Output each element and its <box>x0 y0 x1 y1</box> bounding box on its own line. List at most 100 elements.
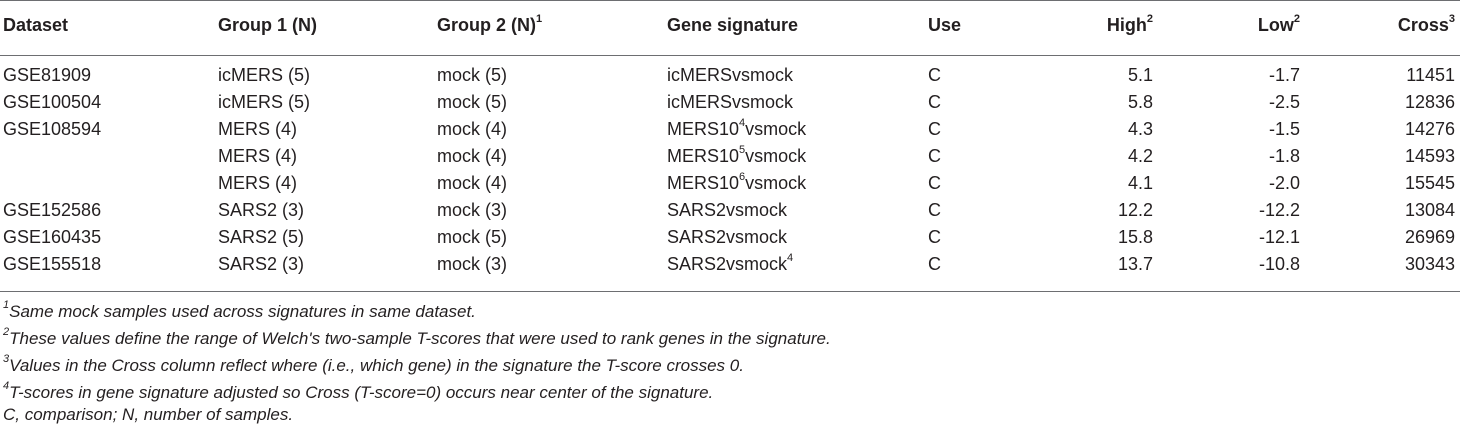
footnote-marker: 3 <box>3 353 10 366</box>
cell-use: C <box>928 119 941 139</box>
header-dataset: Dataset <box>3 15 69 35</box>
signature-text: SARS2vsmock <box>667 254 788 274</box>
cell-dataset: GSE100504 <box>3 92 102 112</box>
cell-group1: SARS2 (5) <box>218 227 305 247</box>
cell-use: C <box>928 200 941 220</box>
footnote: 4T-scores in gene signature adjusted so … <box>3 380 714 404</box>
cell-use: C <box>928 146 941 166</box>
cell-low: -1.8 <box>1268 146 1300 166</box>
table-header-rule <box>0 55 1460 56</box>
cell-cross: 13084 <box>1404 200 1455 220</box>
signature-sup: 5 <box>739 144 746 156</box>
cell-group1: icMERS (5) <box>218 92 311 112</box>
cell-high: 13.7 <box>1117 254 1153 274</box>
footnote-text: T-scores in gene signature adjusted so C… <box>9 383 714 402</box>
cell-dataset: GSE108594 <box>3 119 102 139</box>
cell-low: -1.7 <box>1268 65 1300 85</box>
footnote-text: These values define the range of Welch's… <box>9 329 831 348</box>
header-low: Low2 <box>1258 14 1300 36</box>
cell-dataset: GSE81909 <box>3 65 92 85</box>
cell-group1: MERS (4) <box>218 146 298 166</box>
cell-group2: mock (5) <box>437 227 508 247</box>
footnote-text: C, comparison; N, number of samples. <box>3 405 294 424</box>
cell-high: 12.2 <box>1117 200 1153 220</box>
cell-group2: mock (4) <box>437 146 508 166</box>
table-bottom-rule <box>0 291 1460 292</box>
signature-text: icMERSvsmock <box>667 92 794 112</box>
cell-signature: MERS105vsmock <box>667 145 806 167</box>
header-group2: Group 2 (N)1 <box>437 14 542 36</box>
cell-use: C <box>928 227 941 247</box>
cell-low: -10.8 <box>1258 254 1300 274</box>
cell-signature: SARS2vsmock <box>667 199 787 221</box>
cell-group1: MERS (4) <box>218 173 298 193</box>
cell-low: -12.1 <box>1258 227 1300 247</box>
signature-sup: 4 <box>739 117 746 129</box>
cell-high: 4.2 <box>1127 146 1153 166</box>
signature-tail: vsmock <box>745 119 807 139</box>
cell-group2: mock (4) <box>437 173 508 193</box>
footnote-text: Same mock samples used across signatures… <box>9 302 476 321</box>
footnote-abbreviations: C, comparison; N, number of samples. <box>3 404 293 426</box>
footnote: 2These values define the range of Welch'… <box>3 326 831 350</box>
cell-cross: 14276 <box>1404 119 1455 139</box>
header-gene-signature: Gene signature <box>667 15 799 35</box>
header-group2-label: Group 2 (N) <box>437 15 536 35</box>
header-group1: Group 1 (N) <box>218 15 317 35</box>
cell-high: 5.8 <box>1127 92 1153 112</box>
signature-text: MERS10 <box>667 146 740 166</box>
cell-signature: MERS106vsmock <box>667 172 806 194</box>
cell-signature: icMERSvsmock <box>667 64 793 86</box>
cell-group2: mock (5) <box>437 92 508 112</box>
header-group2-sup: 1 <box>536 13 543 25</box>
cell-cross: 12836 <box>1404 92 1455 112</box>
cell-high: 4.3 <box>1127 119 1153 139</box>
header-high: High2 <box>1107 14 1153 36</box>
footnote: 3Values in the Cross column reflect wher… <box>3 353 744 377</box>
header-low-sup: 2 <box>1293 13 1300 25</box>
cell-signature: SARS2vsmock4 <box>667 253 793 275</box>
cell-dataset: GSE152586 <box>3 200 102 220</box>
signature-text: SARS2vsmock <box>667 200 788 220</box>
cell-group2: mock (4) <box>437 119 508 139</box>
footnote-text: Values in the Cross column reflect where… <box>9 356 744 375</box>
cell-low: -12.2 <box>1258 200 1300 220</box>
cell-group1: SARS2 (3) <box>218 254 305 274</box>
signature-text: SARS2vsmock <box>667 227 788 247</box>
cell-signature: MERS104vsmock <box>667 118 806 140</box>
cell-use: C <box>928 173 941 193</box>
cell-group1: icMERS (5) <box>218 65 311 85</box>
signature-sup: 6 <box>739 171 746 183</box>
signature-tail: vsmock <box>745 146 807 166</box>
header-use: Use <box>928 15 962 35</box>
signature-tail: vsmock <box>745 173 807 193</box>
cell-cross: 30343 <box>1404 254 1455 274</box>
header-high-sup: 2 <box>1146 13 1153 25</box>
table-top-rule <box>0 0 1460 1</box>
header-cross: Cross3 <box>1398 14 1455 36</box>
cell-low: -2.5 <box>1268 92 1300 112</box>
cell-dataset: GSE155518 <box>3 254 102 274</box>
cell-low: -1.5 <box>1268 119 1300 139</box>
cell-cross: 15545 <box>1404 173 1455 193</box>
signature-text: icMERSvsmock <box>667 65 794 85</box>
cell-signature: icMERSvsmock <box>667 91 793 113</box>
signature-sup: 4 <box>787 252 794 264</box>
footnote-marker: 2 <box>3 326 10 339</box>
cell-group2: mock (3) <box>437 254 508 274</box>
cell-high: 4.1 <box>1127 173 1153 193</box>
cell-group1: MERS (4) <box>218 119 298 139</box>
footnote-marker: 4 <box>3 380 10 393</box>
header-cross-label: Cross <box>1397 15 1449 35</box>
cell-cross: 11451 <box>1406 65 1455 85</box>
cell-high: 15.8 <box>1117 227 1153 247</box>
cell-group2: mock (3) <box>437 200 508 220</box>
cell-use: C <box>928 254 941 274</box>
signature-text: MERS10 <box>667 119 740 139</box>
cell-high: 5.1 <box>1127 65 1153 85</box>
cell-dataset: GSE160435 <box>3 227 102 247</box>
cell-cross: 26969 <box>1404 227 1455 247</box>
footnote: 1Same mock samples used across signature… <box>3 300 476 323</box>
header-high-label: High <box>1106 15 1147 35</box>
header-cross-sup: 3 <box>1448 13 1455 25</box>
